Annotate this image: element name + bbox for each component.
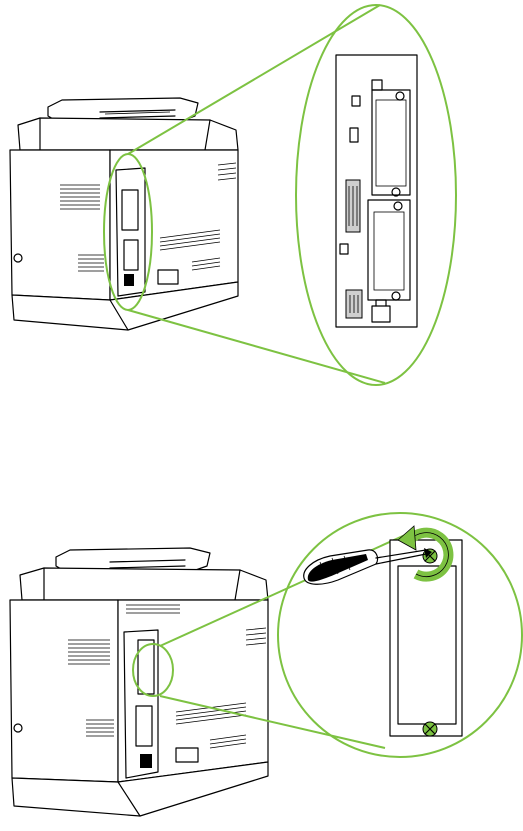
- printer-icon: [10, 98, 238, 330]
- figure-top-drawing: [0, 0, 523, 400]
- eio-cover-plate: [390, 540, 462, 736]
- figure-bottom-drawing: [0, 500, 523, 831]
- figure-formatter-board: [0, 0, 523, 400]
- formatter-board-icon: [336, 55, 417, 327]
- printer-icon: [10, 548, 268, 816]
- figure-eio-cover-removal: [0, 500, 523, 831]
